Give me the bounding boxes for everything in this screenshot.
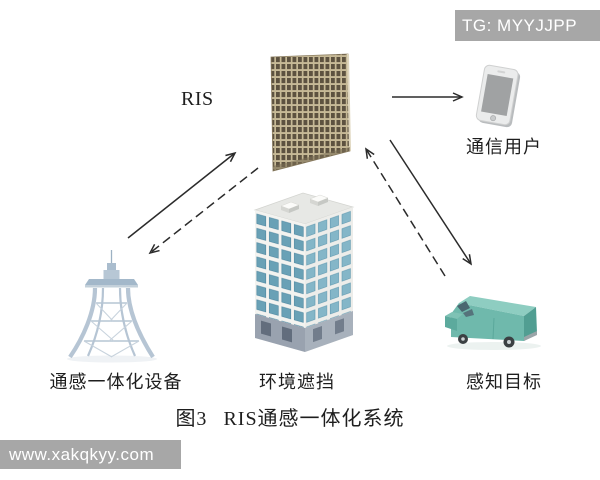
watermark-telegram: TG: MYYJJPP (455, 10, 600, 41)
ris-label: RIS (181, 88, 214, 110)
blockage-label: 环境遮挡 (259, 372, 335, 392)
ris-panel-icon (270, 53, 351, 172)
figure-title: RIS通感一体化系统 (223, 408, 405, 430)
roof-unit-icon (280, 194, 329, 213)
arrow-target-to-ris-dashed (365, 147, 446, 277)
tower-icon (67, 250, 157, 363)
comm-user-label: 通信用户 (466, 137, 542, 157)
device-label: 通感一体化设备 (49, 372, 183, 392)
van-icon (445, 296, 541, 350)
figure-number: 图3 (175, 408, 208, 430)
building-icon (253, 192, 355, 352)
arrow-ris-to-device-dashed (148, 167, 259, 255)
figure-caption: 图3 RIS通感一体化系统 (0, 402, 580, 431)
arrow-device-to-ris (127, 151, 237, 239)
target-label: 感知目标 (466, 372, 542, 392)
watermark-website: www.xakqkyy.com (0, 440, 181, 469)
phone-icon (475, 64, 521, 128)
arrow-ris-to-target (389, 139, 473, 266)
arrows-layer (127, 92, 473, 277)
